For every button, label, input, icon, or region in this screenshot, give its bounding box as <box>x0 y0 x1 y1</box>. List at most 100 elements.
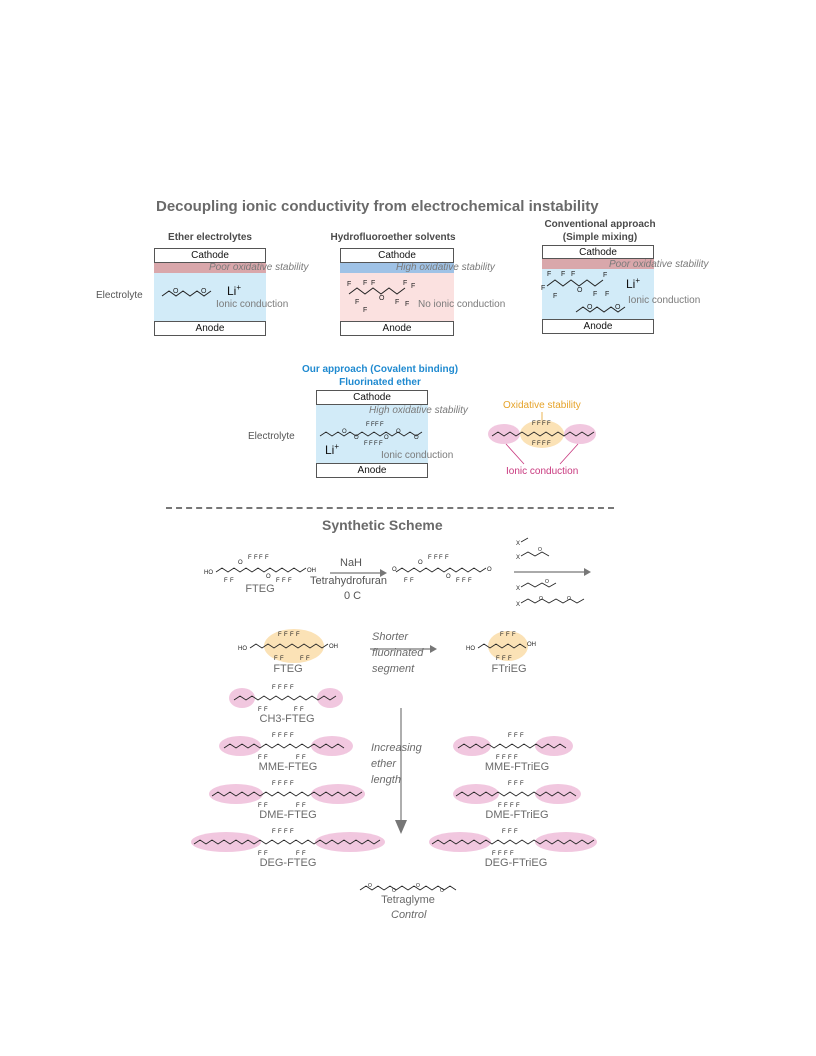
ours-li-charge: + <box>334 442 340 451</box>
svg-text:F: F <box>498 803 502 809</box>
svg-text:F: F <box>537 441 541 447</box>
svg-text:F: F <box>520 733 524 739</box>
svg-text:O: O <box>368 883 372 889</box>
svg-text:F: F <box>284 632 288 638</box>
svg-text:O: O <box>238 560 243 566</box>
shorter-line2: fluorinated <box>372 647 424 659</box>
svg-text:F: F <box>272 733 276 739</box>
shorter-line3: segment <box>372 663 415 675</box>
svg-text:F: F <box>395 299 399 306</box>
svg-text:OH: OH <box>307 568 316 574</box>
svg-text:F: F <box>272 685 276 691</box>
svg-text:O: O <box>354 435 359 441</box>
ours-fluorinated-ether-molecule: O O F F F F F F F F O O O <box>319 422 423 447</box>
svg-text:F: F <box>355 299 359 306</box>
svg-text:X: X <box>516 602 520 608</box>
svg-text:O: O <box>379 295 385 302</box>
ours-stability-label: High oxidative stability <box>369 405 468 416</box>
ether-li-charge: + <box>236 283 242 292</box>
svg-text:F: F <box>403 280 407 287</box>
svg-text:F: F <box>264 755 268 761</box>
svg-text:F: F <box>496 656 500 662</box>
conventional-conduction-label: Ionic conduction <box>628 295 701 306</box>
hfe-anode: Anode <box>340 321 454 336</box>
svg-text:F: F <box>496 755 500 761</box>
svg-text:O: O <box>567 596 571 602</box>
conventional-stability-label: Poor oxidative stability <box>609 259 709 270</box>
svg-text:O: O <box>173 288 179 295</box>
svg-text:F: F <box>258 707 262 713</box>
svg-text:F: F <box>508 733 512 739</box>
control-label: Control <box>391 909 427 921</box>
hfe-panel-title: Hydrofluoroether solvents <box>330 232 456 243</box>
ether-panel-title: Ether electrolytes <box>168 232 252 243</box>
deg-ftrieg-label: DEG-FTriEG <box>484 857 548 869</box>
svg-text:F: F <box>374 441 378 447</box>
svg-text:F: F <box>514 829 518 835</box>
svg-text:F: F <box>500 632 504 638</box>
temperature-label: 0 C <box>344 590 362 602</box>
svg-text:F: F <box>296 632 300 638</box>
svg-text:F: F <box>290 781 294 787</box>
svg-text:F: F <box>284 733 288 739</box>
svg-text:F: F <box>603 272 607 279</box>
svg-text:O: O <box>615 304 621 311</box>
hfe-molecule: F F F F O F F F F F <box>347 280 415 314</box>
increasing-line2: ether <box>371 758 397 770</box>
ether-li-ion: Li+ <box>227 283 241 298</box>
ether-li-text: Li <box>227 284 237 298</box>
conventional-title-line2: (Simple mixing) <box>562 232 638 243</box>
svg-text:F: F <box>508 656 512 662</box>
svg-text:F: F <box>516 803 520 809</box>
svg-text:F: F <box>502 829 506 835</box>
svg-text:F: F <box>280 656 284 662</box>
svg-text:F: F <box>380 422 384 428</box>
svg-text:F: F <box>224 578 228 584</box>
hfe-high-stability-band <box>340 262 454 273</box>
synthesis-title: Synthetic Scheme <box>322 517 443 533</box>
svg-text:HO: HO <box>204 570 213 576</box>
svg-text:O: O <box>414 435 419 441</box>
svg-text:F: F <box>290 632 294 638</box>
reaction-arrow-1 <box>330 569 387 577</box>
svg-text:F: F <box>462 578 466 584</box>
svg-text:F: F <box>468 578 472 584</box>
svg-text:F: F <box>371 280 375 287</box>
dme-fteg-label: DME-FTEG <box>259 809 317 821</box>
conventional-poor-stability-band <box>542 258 654 269</box>
svg-text:F: F <box>456 578 460 584</box>
svg-text:F: F <box>290 733 294 739</box>
ether-poor-stability-band <box>154 262 266 273</box>
svg-text:F: F <box>288 578 292 584</box>
svg-text:F: F <box>258 851 262 857</box>
svg-text:F: F <box>294 707 298 713</box>
svg-text:F: F <box>264 803 268 809</box>
increasing-line1: Increasing <box>371 742 422 754</box>
svg-text:F: F <box>300 656 304 662</box>
svg-text:F: F <box>363 307 367 314</box>
legend-molecule: F F F F F F F F <box>488 412 596 465</box>
svg-text:OH: OH <box>329 644 338 650</box>
dme-molecule: O O <box>161 288 212 297</box>
legend-ionic-label: Ionic conduction <box>506 466 579 477</box>
mme-ftrieg-label: MME-FTriEG <box>484 761 550 773</box>
hfe-stability-label: High oxidative stability <box>396 262 495 273</box>
deg-fteg-label: DEG-FTEG <box>259 857 317 869</box>
conventional-li-charge: + <box>635 276 641 285</box>
svg-text:O: O <box>384 435 389 441</box>
svg-text:F: F <box>502 755 506 761</box>
svg-text:F: F <box>532 441 536 447</box>
svg-text:F: F <box>278 829 282 835</box>
svg-text:HO: HO <box>466 646 475 652</box>
svg-text:F: F <box>404 578 408 584</box>
svg-text:F: F <box>300 707 304 713</box>
svg-text:F: F <box>571 271 575 278</box>
svg-text:F: F <box>512 632 516 638</box>
